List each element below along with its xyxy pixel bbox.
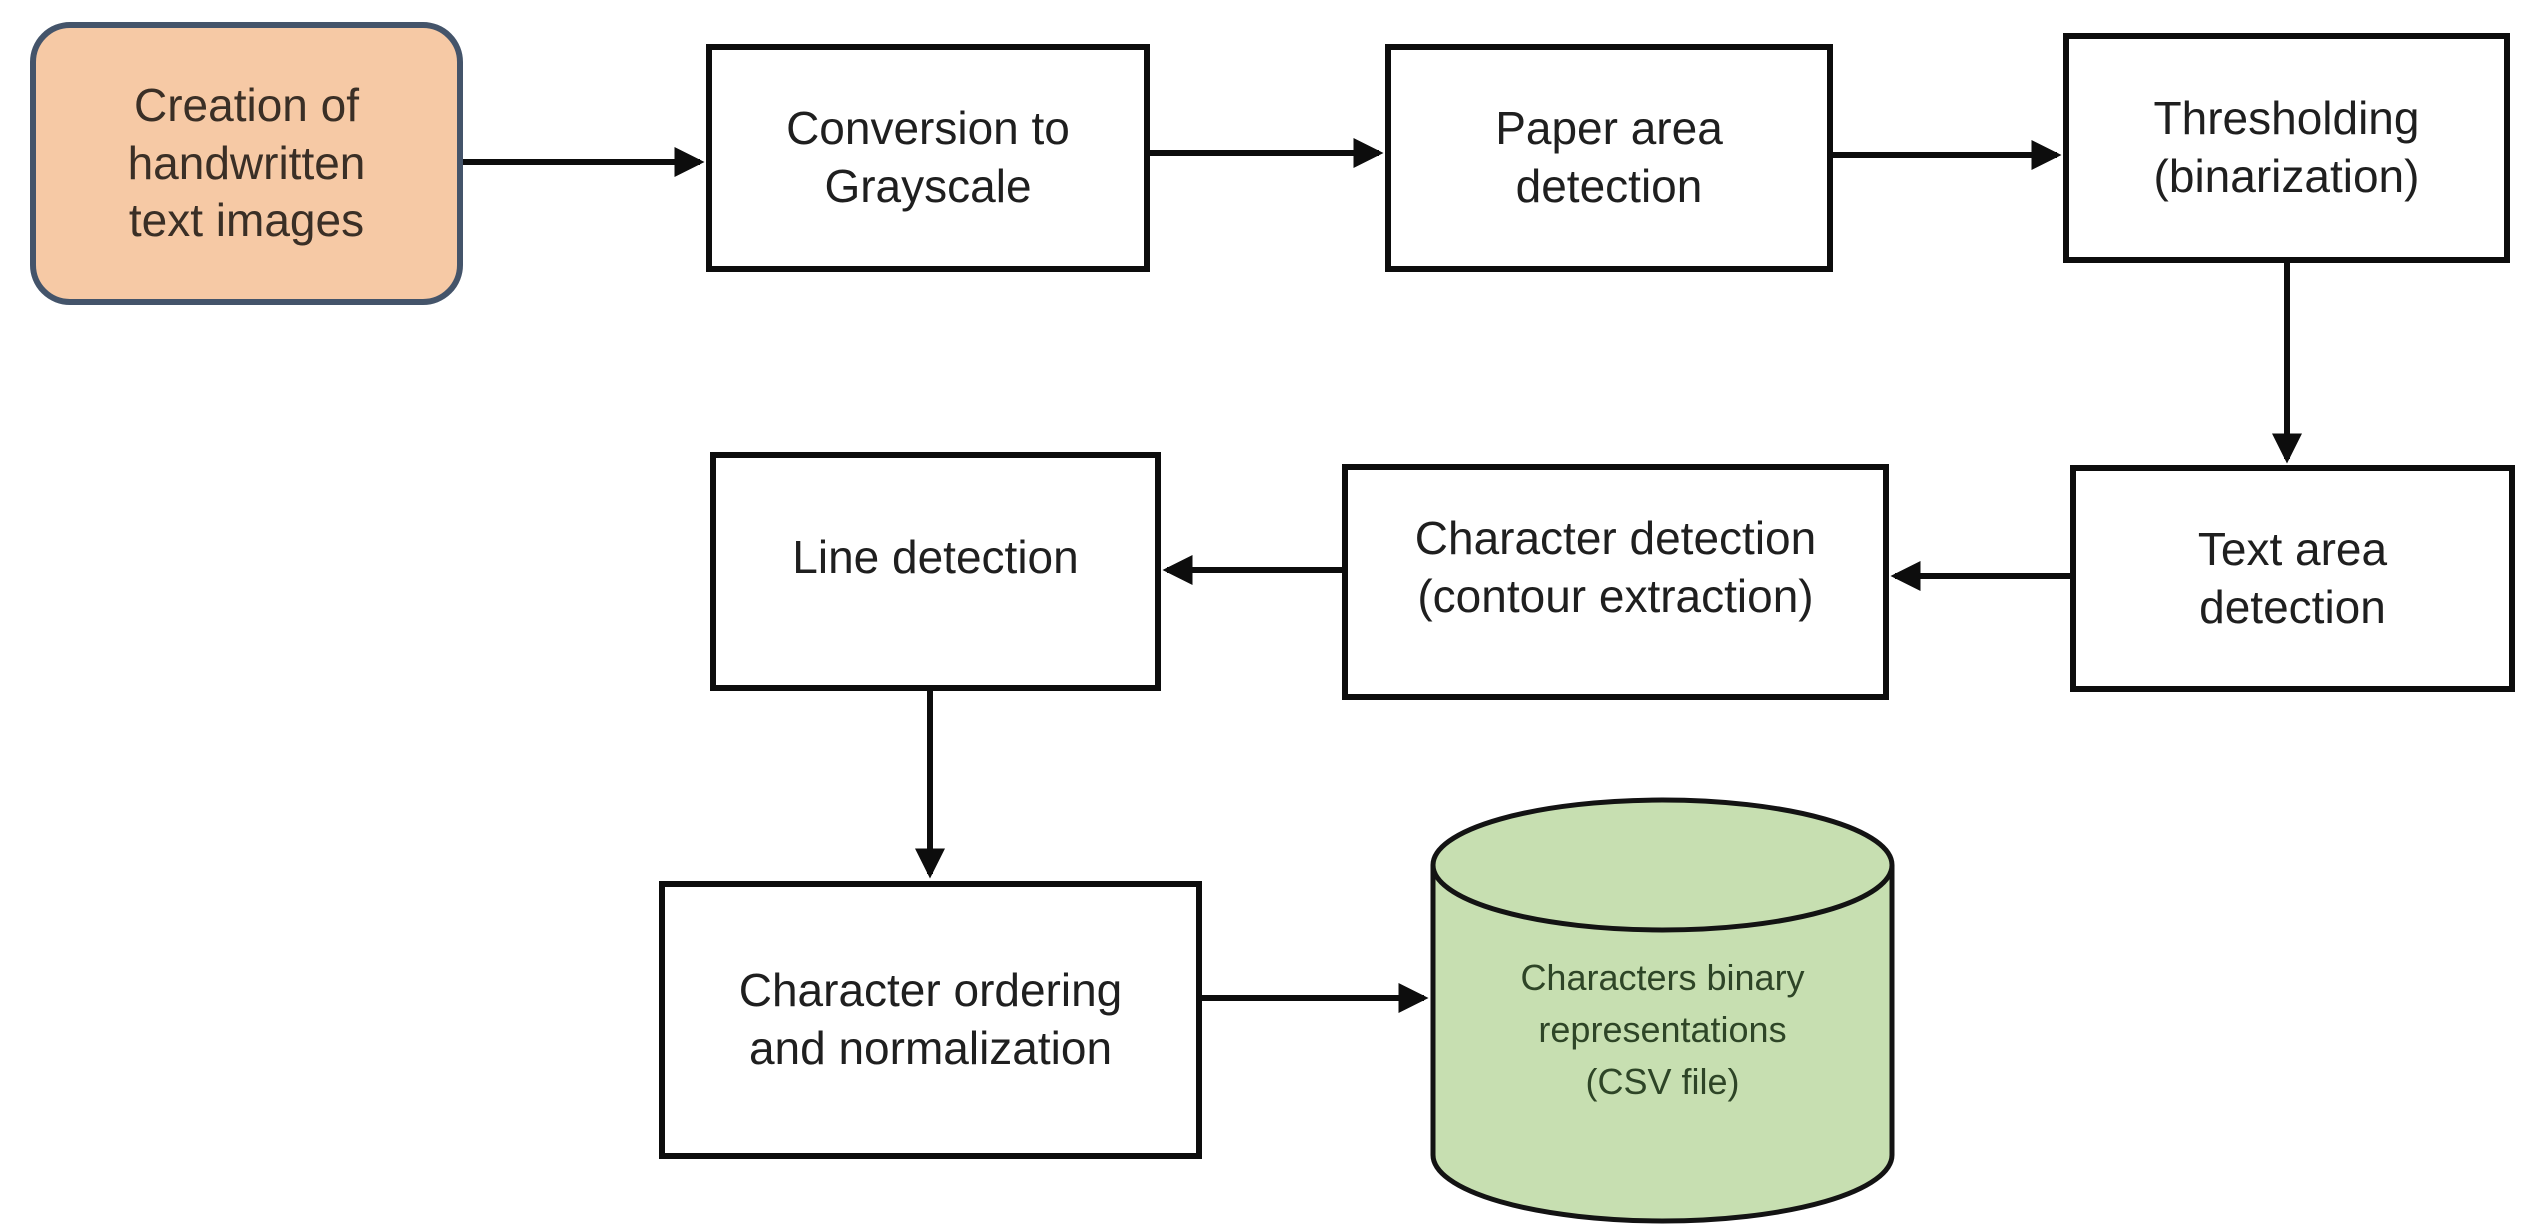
node-creation-of-handwritten-text-images: Creation of handwritten text images bbox=[30, 22, 463, 305]
node-label: Thresholding (binarization) bbox=[2153, 92, 2420, 202]
node-label: Character ordering and normalization bbox=[738, 964, 1123, 1074]
datastore-cylinder-shape bbox=[1430, 797, 1895, 1224]
node-label: Paper area detection bbox=[1495, 102, 1723, 212]
node-character-detection-contour-extraction: Character detection (contour extraction) bbox=[1342, 464, 1889, 700]
node-line-detection: Line detection bbox=[710, 452, 1161, 691]
node-label: Character detection (contour extraction) bbox=[1414, 512, 1817, 622]
node-label: Characters binary representations (CSV f… bbox=[1520, 956, 1805, 1103]
node-thresholding-binarization: Thresholding (binarization) bbox=[2063, 33, 2510, 263]
node-text-area-detection: Text area detection bbox=[2070, 465, 2515, 692]
node-label: Conversion to Grayscale bbox=[786, 102, 1070, 212]
node-character-ordering-and-normalization: Character ordering and normalization bbox=[659, 881, 1202, 1159]
node-characters-binary-representations-csv: Characters binary representations (CSV f… bbox=[1430, 880, 1895, 1180]
node-paper-area-detection: Paper area detection bbox=[1385, 44, 1833, 272]
node-label: Creation of handwritten text images bbox=[127, 78, 366, 247]
cylinder-icon bbox=[1430, 797, 1895, 1224]
node-label: Line detection bbox=[792, 530, 1079, 583]
node-label: Text area detection bbox=[2197, 522, 2388, 633]
node-conversion-to-grayscale: Conversion to Grayscale bbox=[706, 44, 1150, 272]
